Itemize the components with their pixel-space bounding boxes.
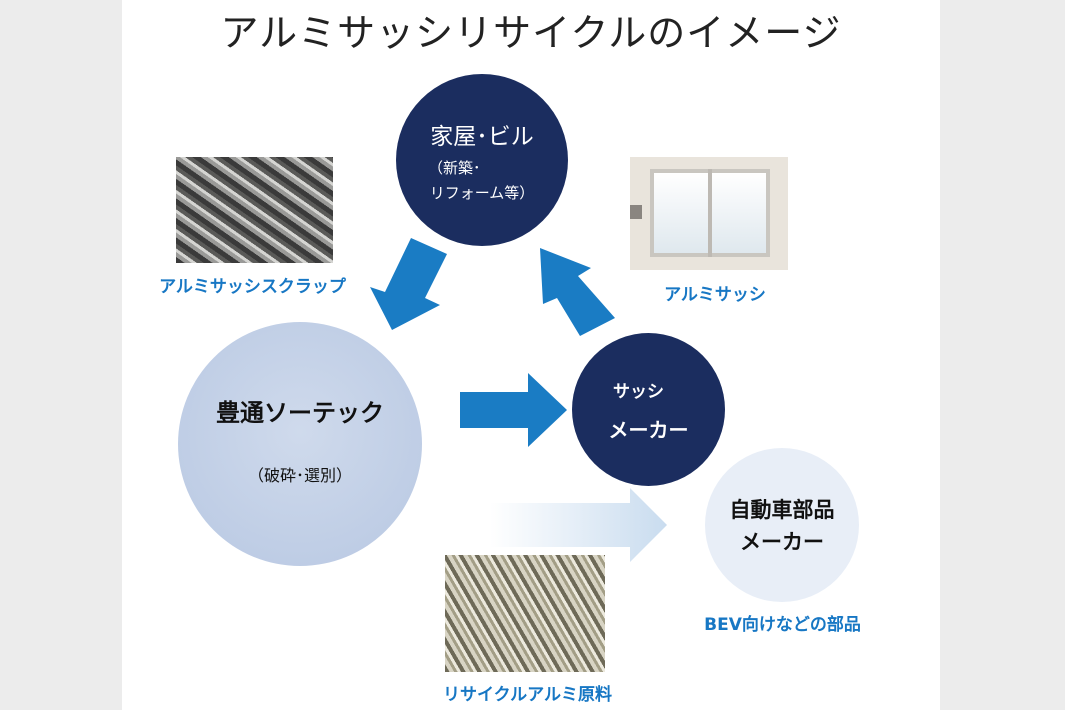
scrap-label: アルミサッシスクラップ	[159, 277, 346, 297]
sash-maker-line1: サッシ	[613, 381, 664, 402]
house-building-node: 家屋･ビル （新築･ リフォーム等）	[396, 74, 568, 246]
sash-maker-line2: メーカー	[608, 417, 689, 442]
house-title: 家屋･ビル	[430, 124, 534, 150]
auto-parts-node: 自動車部品 メーカー	[705, 448, 859, 602]
house-sub1: （新築･	[428, 159, 481, 177]
arrow-toyotsu-to-auto-parts	[490, 488, 667, 562]
aluminum-sash-window-photo	[630, 157, 788, 270]
recycled-label: リサイクルアルミ原料	[443, 685, 612, 705]
arrow-house-to-toyotsu	[370, 238, 447, 330]
scrap-photo	[176, 157, 333, 263]
toyotsu-title: 豊通ソーテック	[216, 398, 384, 427]
sash-maker-node: サッシ メーカー	[572, 333, 725, 486]
toyotsu-sub: （破砕･選別）	[247, 465, 352, 485]
sash-label: アルミサッシ	[664, 285, 766, 305]
bev-label: BEV向けなどの部品	[704, 615, 861, 635]
arrow-sash-maker-to-house	[540, 248, 615, 336]
page-title: アルミサッシリサイクルのイメージ	[220, 11, 842, 55]
house-sub2: リフォーム等）	[429, 184, 535, 202]
auto-parts-line1: 自動車部品	[729, 498, 835, 522]
recycled-aluminum-photo	[445, 555, 605, 672]
arrow-toyotsu-to-sash-maker	[460, 373, 567, 447]
auto-parts-line2: メーカー	[740, 530, 824, 554]
toyotsu-node: 豊通ソーテック （破砕･選別）	[178, 322, 422, 566]
toyotsu-circle-bg	[178, 322, 422, 566]
